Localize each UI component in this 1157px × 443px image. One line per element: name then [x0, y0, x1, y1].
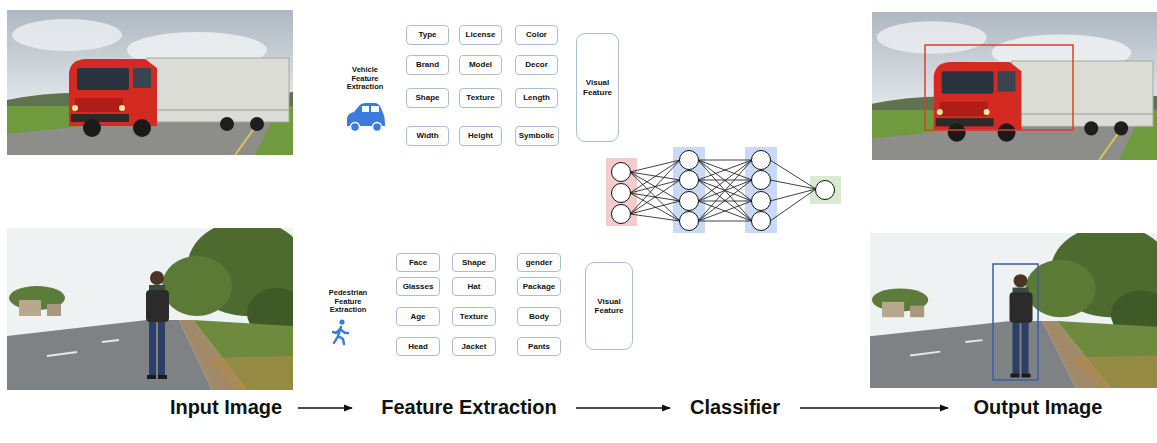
feature-box: Texture — [459, 88, 502, 108]
node-text: Width — [416, 131, 438, 140]
node-text: Shape — [415, 93, 439, 102]
feature-box: Model — [459, 55, 502, 75]
feature-box: Package — [517, 277, 561, 296]
node-text: Color — [526, 30, 547, 39]
feature-box: Pants — [517, 337, 561, 356]
feature-box: Jacket — [452, 337, 496, 356]
node-text: Head — [408, 342, 428, 351]
node-text: Height — [468, 131, 493, 140]
feature-box: License — [459, 25, 502, 45]
node-text: Age — [410, 312, 425, 321]
neural-network — [606, 147, 841, 233]
node-text: Pants — [528, 342, 550, 351]
node-text: Visual Feature — [586, 297, 632, 315]
bounding-box — [993, 264, 1038, 380]
car-icon — [347, 103, 385, 132]
feature-box: Type — [406, 25, 449, 45]
feature-box: Length — [515, 88, 558, 108]
section-label: Pedestrian Feature Extraction — [321, 289, 375, 315]
feature-box: Height — [459, 126, 502, 146]
visual-feature-box: Visual Feature — [585, 262, 633, 350]
node-text: Symbolic — [519, 131, 555, 140]
feature-box: Width — [406, 126, 449, 146]
feature-box: Symbolic — [515, 126, 559, 146]
node-text: Package — [523, 282, 555, 291]
node-text: Texture — [460, 312, 488, 321]
pedestrian-photo — [7, 220, 307, 390]
node-text: Texture — [466, 93, 494, 102]
node-text: Type — [418, 30, 436, 39]
feature-box: Hat — [452, 277, 496, 296]
feature-box: Head — [396, 337, 440, 356]
feature-box: Shape — [452, 253, 496, 272]
feature-box: Color — [515, 25, 558, 45]
truck-output-photo — [872, 12, 1157, 160]
feature-box: Body — [517, 307, 561, 326]
feature-box: Shape — [406, 88, 449, 108]
bounding-box — [925, 45, 1073, 130]
node-text: Decor — [525, 60, 548, 69]
node-text: Shape — [462, 258, 486, 267]
feature-box: Glasses — [396, 277, 440, 296]
node-text: Model — [469, 60, 492, 69]
node-text: Jacket — [462, 342, 487, 351]
truck-photo — [7, 10, 293, 155]
node-text: Glasses — [403, 282, 434, 291]
feature-box: gender — [517, 253, 561, 272]
node-text: License — [466, 30, 496, 39]
feature-box: Face — [396, 253, 440, 272]
node-text: Face — [409, 258, 427, 267]
pedestrian-icon — [333, 319, 348, 344]
stage-label: Classifier — [690, 396, 780, 419]
feature-box: Age — [396, 307, 440, 326]
feature-box: Texture — [452, 307, 496, 326]
node-text: Hat — [468, 282, 481, 291]
pedestrian-output-photo — [870, 225, 1157, 388]
stage-label: Feature Extraction — [381, 396, 557, 419]
feature-box: Brand — [406, 55, 449, 75]
section-label: Vehicle Feature Extraction — [341, 66, 389, 92]
feature-box: Decor — [515, 55, 558, 75]
node-text: Length — [523, 93, 550, 102]
node-text: Brand — [416, 60, 439, 69]
stage-label: Input Image — [170, 396, 282, 419]
node-text: Body — [529, 312, 549, 321]
visual-feature-box: Visual Feature — [576, 33, 619, 142]
node-text: Visual Feature — [577, 78, 618, 96]
stage-label: Output Image — [974, 396, 1103, 419]
node-text: gender — [526, 258, 553, 267]
